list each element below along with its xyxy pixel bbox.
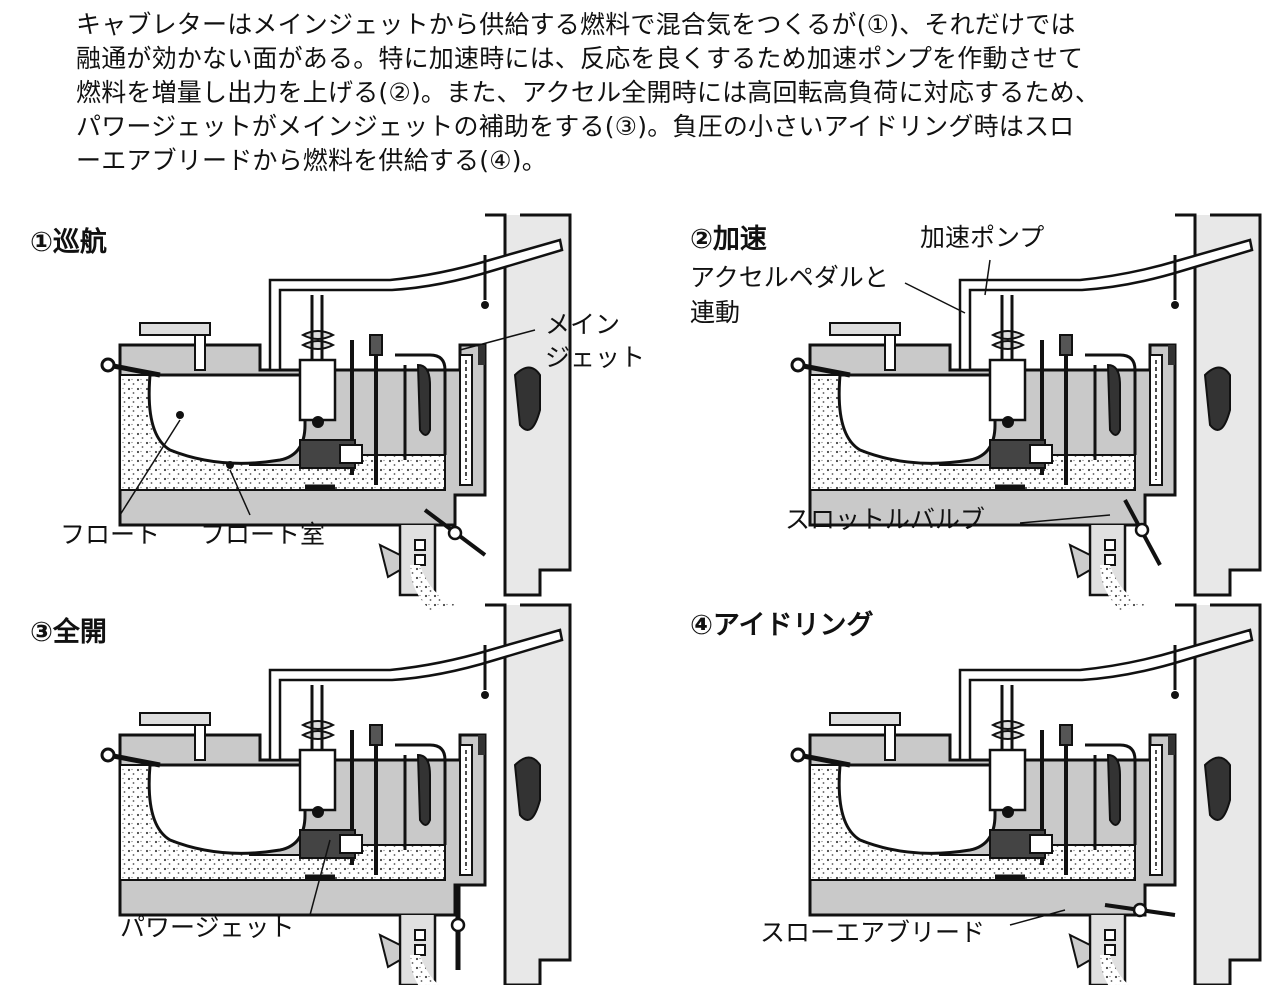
panel-title: ④アイドリング [690,610,874,641]
label-float: フロート [60,520,161,549]
panel-title: ③全開 [30,617,107,648]
label-pedal-link: 連動 [690,298,741,327]
label-accel-pump: 加速ポンプ [920,223,1045,252]
panel-title: ②加速 [690,224,767,255]
carburetor-diagram-accel [690,205,1250,585]
panel-title: ①巡航 [30,227,107,258]
label-throttle-valve: スロットルバルブ [785,505,986,534]
carburetor-diagram-idle [690,600,1250,970]
carburetor-diagram-full [30,605,590,975]
intro-line: キャブレターはメインジェットから供給する燃料で混合気をつくるが(①)、それだけで… [76,10,1076,39]
panel-idle: ④アイドリング スローエアブリード [690,600,1250,980]
intro-line: 燃料を増量し出力を上げる(②)。また、アクセル全開時には高回転高負荷に対応するた… [76,78,1101,107]
panel-full: ③全開 パワージェット [30,605,590,985]
label-float-chamber: フロート室 [200,520,326,549]
label-main-jet: ジェット [545,343,646,372]
intro-line: ーエアブリードから燃料を供給する(④)。 [76,146,547,175]
panel-cruise: ①巡航 フロート フロート室 メイン ジェット [30,215,645,595]
label-main-jet: メイン [545,310,621,339]
panel-accel: ②加速 加速ポンプ アクセルペダルと 連動 スロットルバルブ [690,205,1250,585]
intro-paragraph: キャブレターはメインジェットから供給する燃料で混合気をつくるが(①)、それだけで… [76,8,1226,178]
intro-line: 融通が効かない面がある。特に加速時には、反応を良くするため加速ポンプを作動させて [76,44,1084,73]
label-slow-air-bleed: スローエアブリード [760,918,986,947]
carburetor-diagram-cruise [30,215,590,595]
label-power-jet: パワージェット [120,913,295,942]
intro-line: パワージェットがメインジェットの補助をする(③)。負圧の小さいアイドリング時はス… [76,112,1075,141]
label-pedal-link: アクセルペダルと [690,263,889,292]
